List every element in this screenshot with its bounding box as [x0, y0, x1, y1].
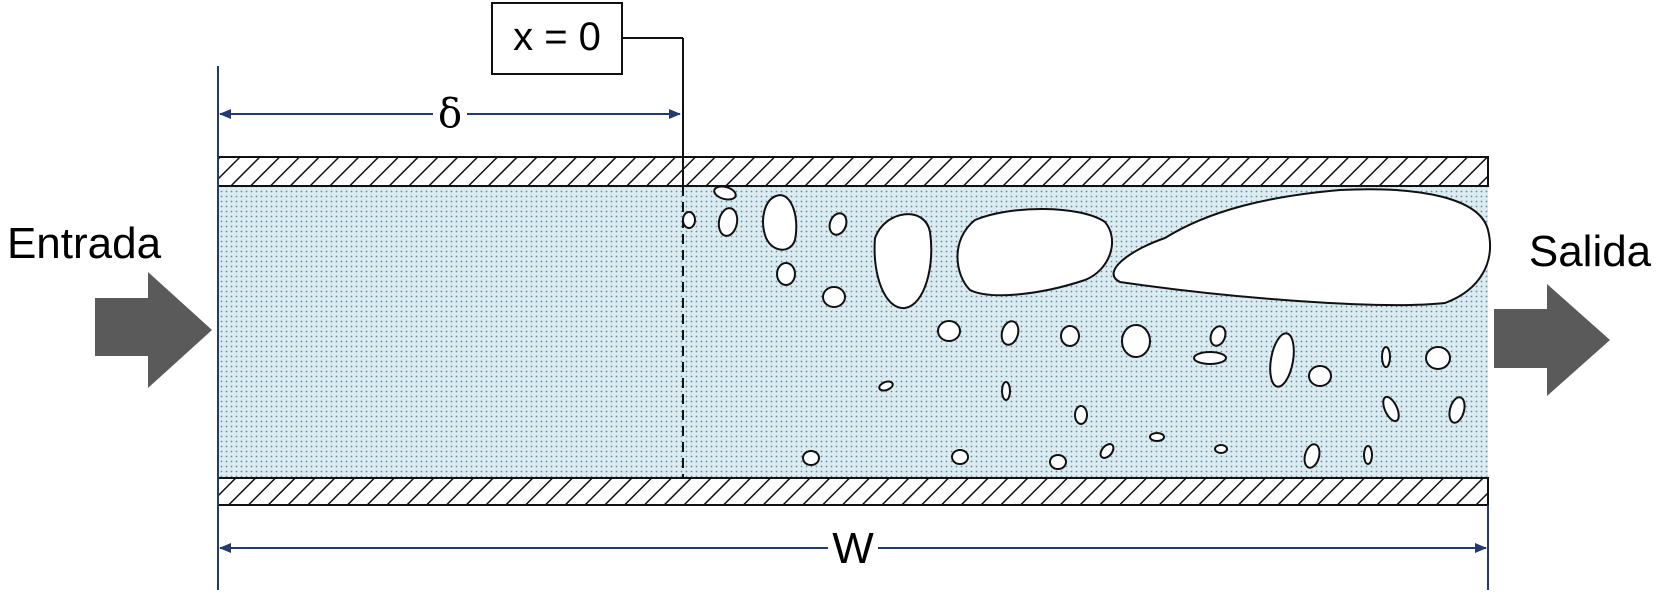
bubble: [1049, 454, 1067, 470]
bubble: [713, 185, 737, 201]
bubble: [1000, 320, 1020, 346]
bubble: [1214, 444, 1228, 454]
outlet-label: Salida: [1529, 227, 1652, 276]
bubble: [878, 380, 894, 392]
bubble: [682, 211, 696, 229]
outlet-arrow: [1494, 284, 1610, 396]
large-bubble: [873, 213, 933, 310]
bubble: [1363, 445, 1373, 465]
bubble: [1149, 432, 1165, 442]
bubble: [1074, 405, 1088, 425]
bubble: [1448, 396, 1466, 424]
slug-bubble: [956, 208, 1114, 297]
bottom-wall: [217, 477, 1489, 506]
elongated-slug-bubble: [1112, 188, 1492, 307]
bubble: [1303, 443, 1321, 469]
bubble: [1209, 325, 1227, 347]
bubble: [1381, 346, 1391, 368]
top-wall: [217, 156, 1489, 187]
bubble: [1099, 443, 1115, 459]
inlet-label: Entrada: [7, 219, 162, 268]
origin-label-box: [491, 2, 623, 75]
bubble: [1425, 346, 1451, 370]
origin-label: x = 0: [513, 15, 601, 59]
bubble: [1193, 351, 1227, 365]
bubble: [937, 320, 961, 342]
delta-label: δ: [438, 91, 462, 137]
bubble: [1121, 324, 1151, 358]
width-label: W: [832, 524, 874, 573]
bubble: [717, 207, 739, 237]
bubble: [1001, 381, 1011, 401]
inlet-arrow: [95, 272, 212, 388]
bubble: [1308, 365, 1332, 387]
bubble: [1269, 332, 1295, 388]
bubble: [822, 286, 846, 308]
bubble: [762, 194, 798, 251]
bubble: [776, 262, 796, 286]
bubble: [802, 450, 820, 466]
bubble: [1060, 325, 1080, 347]
bubble: [951, 449, 969, 465]
bubble: [1382, 395, 1400, 423]
bubble: [828, 212, 848, 236]
